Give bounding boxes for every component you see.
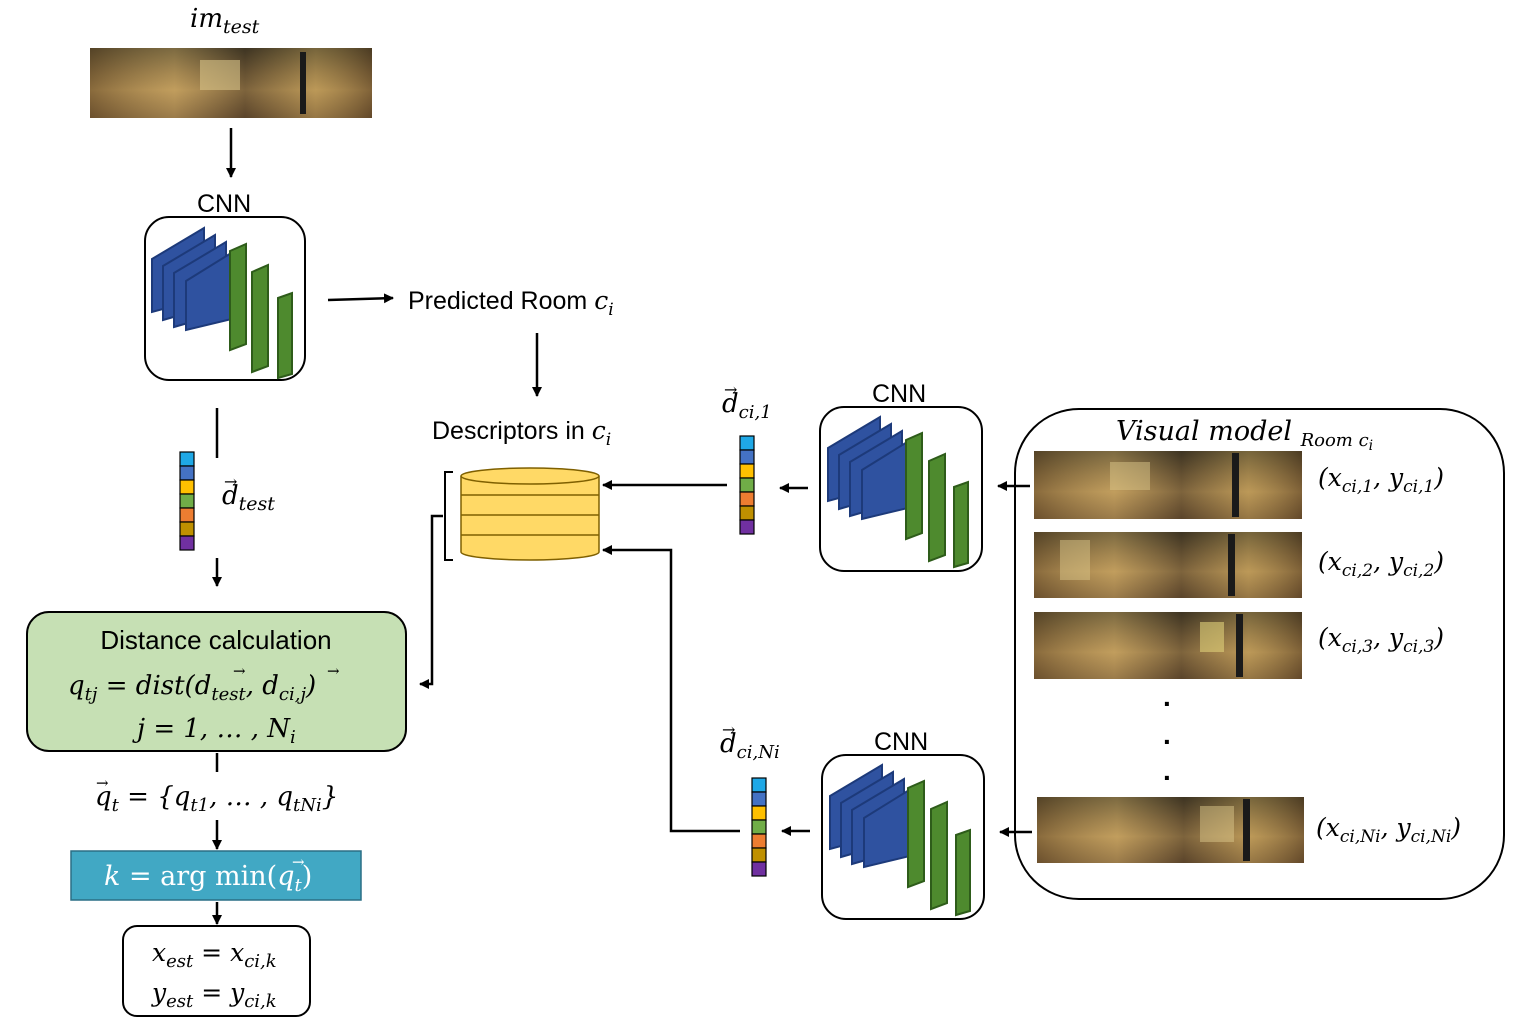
descriptor-cell bbox=[739, 435, 755, 451]
svg-text:→: → bbox=[96, 774, 109, 792]
descriptor-cell bbox=[751, 819, 767, 835]
cnn-icon bbox=[829, 763, 971, 917]
descriptor-cell bbox=[739, 463, 755, 479]
descriptor-cell bbox=[751, 805, 767, 821]
model-image-2 bbox=[1034, 532, 1302, 598]
descriptor-cell bbox=[739, 491, 755, 507]
distance-equation-2: j = 1, … , Ni bbox=[132, 714, 296, 748]
descriptor-cell bbox=[179, 451, 195, 467]
cnn-label-model-1: CNN bbox=[872, 380, 926, 408]
descriptor-cell bbox=[179, 493, 195, 509]
svg-text:→: → bbox=[224, 472, 237, 491]
argmin-box bbox=[70, 850, 362, 901]
input-image-label: imtest bbox=[190, 4, 260, 38]
descriptor-cell bbox=[179, 535, 195, 551]
y-estimate-equation: yest = yci,k bbox=[151, 978, 277, 1012]
svg-text:→: → bbox=[327, 662, 340, 680]
coord-3: (xci,3, yci,3) bbox=[1318, 623, 1444, 657]
svg-text:→: → bbox=[292, 853, 305, 871]
test-image bbox=[90, 48, 372, 118]
descriptor-cell bbox=[751, 777, 767, 793]
model-image-3 bbox=[1034, 612, 1302, 679]
cnn-label-test: CNN bbox=[197, 190, 251, 218]
ellipsis-dot-2: . bbox=[1163, 719, 1171, 750]
x-estimate-equation: xest = xci,k bbox=[152, 938, 277, 972]
descriptor-cell bbox=[739, 477, 755, 493]
arrow-dciNi-to-database bbox=[602, 545, 740, 833]
cnn-block-model-1 bbox=[819, 406, 983, 572]
descriptor-cell bbox=[751, 833, 767, 849]
descriptor-cell bbox=[739, 449, 755, 465]
cnn-block-test bbox=[144, 216, 306, 381]
descriptor-cell bbox=[739, 519, 755, 535]
descriptor-cell bbox=[751, 861, 767, 877]
descriptor-bar-test bbox=[179, 451, 195, 551]
svg-text:→: → bbox=[724, 380, 737, 399]
svg-text:→: → bbox=[233, 662, 246, 680]
d-ciNi-label: dci,Ni → bbox=[720, 720, 780, 763]
descriptor-bar-ci1 bbox=[739, 435, 755, 535]
descriptor-cell bbox=[751, 791, 767, 807]
d-ci1-label: dci,1 → bbox=[722, 380, 772, 423]
model-image-1 bbox=[1034, 451, 1302, 519]
svg-text:k = arg min(qt): k = arg min(qt) bbox=[104, 861, 312, 896]
svg-text:dci,1: dci,1 bbox=[722, 389, 772, 423]
svg-text:qtj = dist(dtest, dci,j): qtj = dist(dtest, dci,j) bbox=[68, 671, 316, 705]
distance-title: Distance calculation bbox=[100, 625, 331, 655]
descriptor-cell bbox=[179, 465, 195, 481]
visual-model-box bbox=[1014, 408, 1505, 900]
svg-text:→: → bbox=[722, 720, 735, 739]
descriptor-cell bbox=[751, 847, 767, 863]
svg-text:dci,Ni: dci,Ni bbox=[720, 729, 780, 763]
predicted-room-label: Predicted Room ci bbox=[408, 286, 614, 320]
q-vector-label: qt = {qt1, … , qtNi} → bbox=[95, 774, 338, 816]
coord-1: (xci,1, yci,1) bbox=[1318, 463, 1444, 497]
descriptor-cell bbox=[179, 521, 195, 537]
estimate-box bbox=[122, 925, 311, 1017]
model-image-ni bbox=[1037, 797, 1304, 863]
connectors bbox=[212, 128, 1032, 925]
coord-2: (xci,2, yci,2) bbox=[1318, 547, 1444, 581]
cnn-icon bbox=[827, 415, 969, 569]
descriptors-label: Descriptors in ci bbox=[432, 416, 611, 450]
svg-text:qt = {qt1, … , qtNi}: qt = {qt1, … , qtNi} bbox=[95, 782, 338, 816]
cnn-block-model-ni bbox=[821, 754, 985, 920]
descriptor-cell bbox=[179, 479, 195, 495]
ellipsis-dot-3: . bbox=[1163, 755, 1171, 786]
distance-equation-1: qtj = dist(dtest, dci,j) → → bbox=[68, 662, 340, 705]
d-test-label: dtest → bbox=[222, 472, 275, 515]
arrow-cnn-to-predicted-room bbox=[327, 293, 394, 304]
cnn-label-model-ni: CNN bbox=[874, 728, 928, 756]
ellipsis-dot-1: . bbox=[1163, 681, 1171, 712]
arrow-database-to-distance bbox=[419, 514, 443, 689]
visual-model-title: Visual model Room ci bbox=[1116, 416, 1373, 454]
svg-text:dtest: dtest bbox=[222, 481, 275, 515]
descriptor-cell bbox=[739, 505, 755, 521]
argmin-equation: k = arg min(qt) → bbox=[104, 853, 312, 896]
coord-ni: (xci,Ni, yci,Ni) bbox=[1316, 813, 1461, 847]
descriptor-bar-ciNi bbox=[751, 777, 767, 877]
descriptor-cell bbox=[179, 507, 195, 523]
cnn-icon bbox=[151, 226, 293, 380]
distance-calculation-box bbox=[26, 611, 407, 752]
descriptor-database bbox=[444, 467, 600, 561]
